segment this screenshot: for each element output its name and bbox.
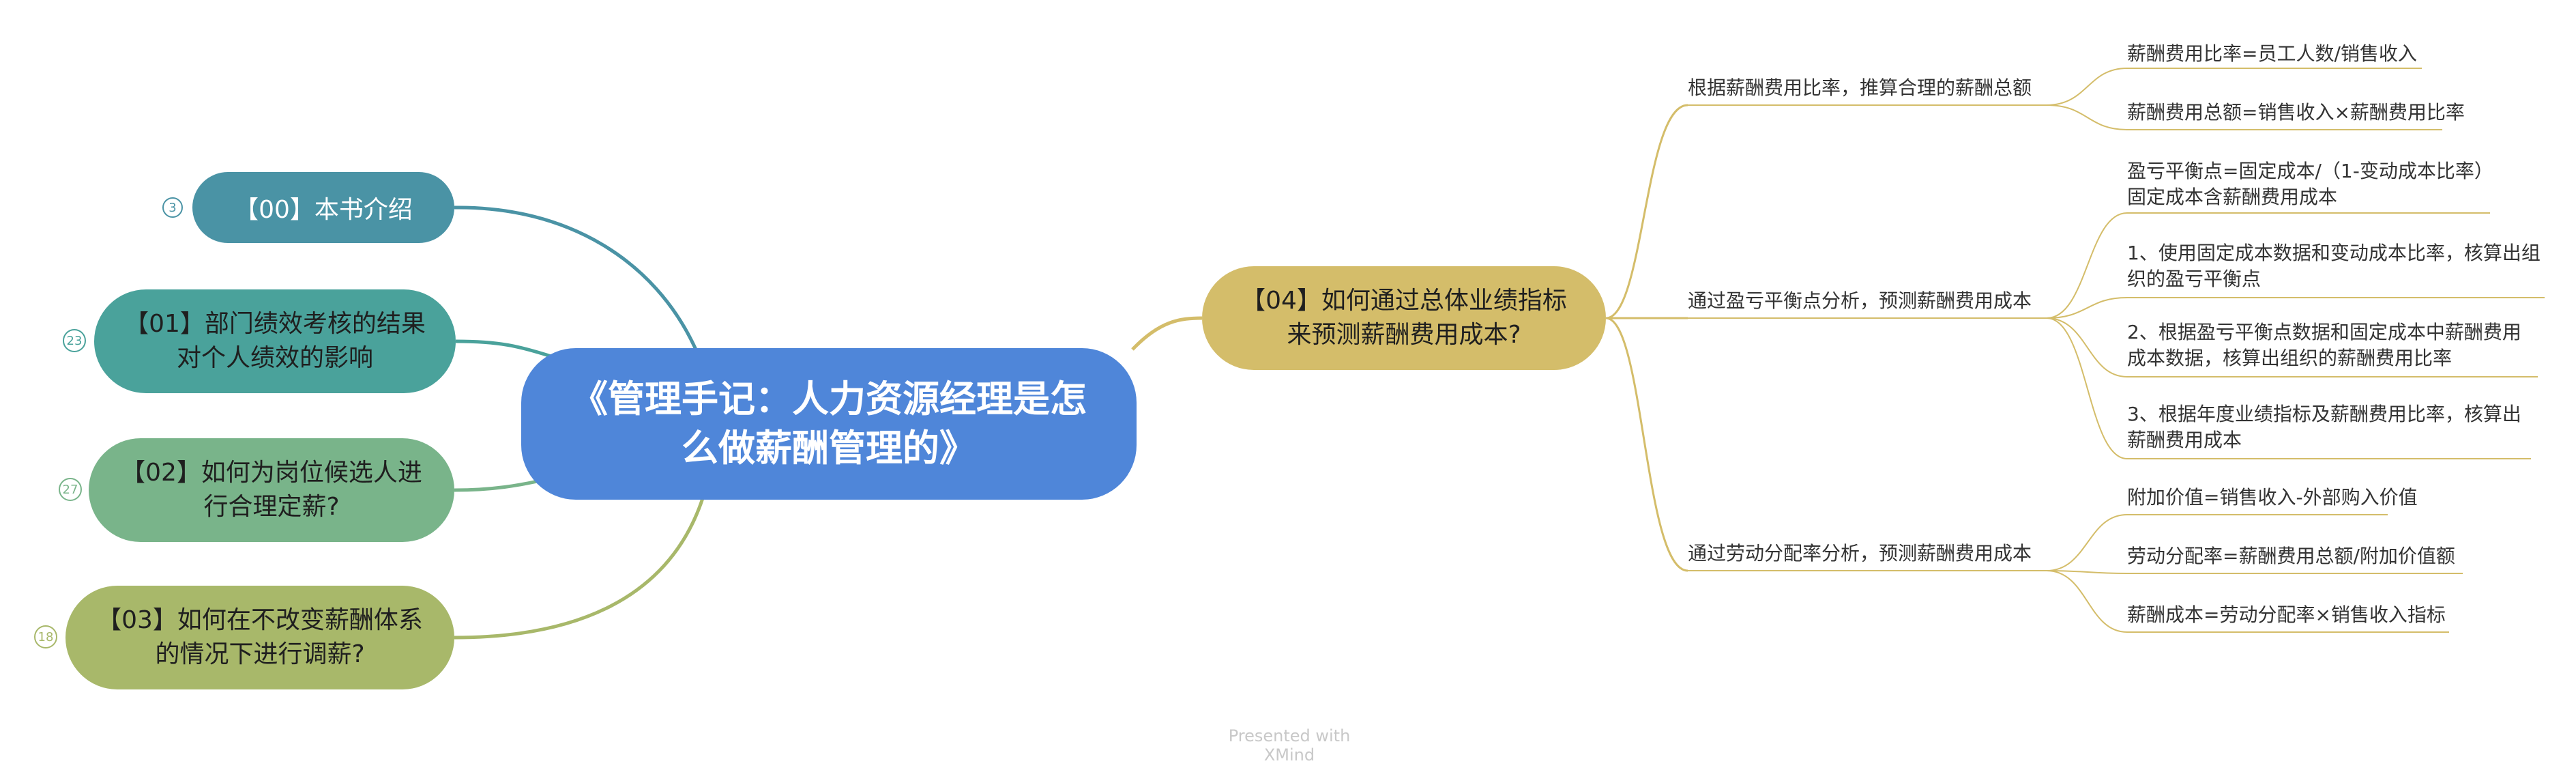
connector-l1-a — [1605, 104, 1688, 319]
topic-02-label: 【02】如何为岗位候选人进行合理定薪? — [121, 459, 422, 521]
subtopic-breakeven[interactable]: 通过盈亏平衡点分析，预测薪酬费用成本 — [1688, 289, 2032, 312]
subtopic-labor-share[interactable]: 通过劳动分配率分析，预测薪酬费用成本 — [1688, 542, 2032, 565]
leaf-c1[interactable]: 附加价值=销售收入-外部购入价值 — [2127, 486, 2418, 509]
presented-with-xmind-footer: Presented with XMind — [1228, 726, 1351, 765]
topic-00[interactable]: 【00】本书介绍 — [192, 172, 454, 243]
subtopic-salary-ratio[interactable]: 根据薪酬费用比率，推算合理的薪酬总额 — [1688, 76, 2032, 99]
topic-01-collapse-count[interactable]: 23 — [63, 329, 86, 352]
connector-00 — [454, 205, 698, 351]
topic-01-label: 【01】部门绩效考核的结果对个人绩效的影响 — [124, 310, 426, 372]
leaf-a2[interactable]: 薪酬费用总额=销售收入×薪酬费用比率 — [2127, 101, 2465, 124]
topic-04-label: 【04】如何通过总体业绩指标来预测薪酬费用成本? — [1241, 287, 1567, 349]
topic-02-collapse-count[interactable]: 27 — [59, 478, 82, 501]
central-topic-label: 《管理手记：人力资源经理是怎么做薪酬管理的》 — [571, 377, 1087, 470]
topic-00-collapse-count[interactable]: 3 — [162, 197, 183, 218]
leaf-c2[interactable]: 劳动分配率=薪酬费用总额/附加价值额 — [2127, 545, 2455, 567]
connector-l1-c — [1605, 317, 1688, 572]
connector-03 — [454, 498, 705, 640]
topic-00-label: 【00】本书介绍 — [234, 196, 413, 224]
topic-02[interactable]: 【02】如何为岗位候选人进行合理定薪? — [89, 438, 454, 542]
central-topic[interactable]: 《管理手记：人力资源经理是怎么做薪酬管理的》 — [521, 348, 1137, 500]
topic-01[interactable]: 【01】部门绩效考核的结果对个人绩效的影响 — [94, 289, 456, 393]
connector-04 — [1131, 316, 1203, 351]
topic-03-collapse-count[interactable]: 18 — [34, 625, 57, 648]
leaf-c3[interactable]: 薪酬成本=劳动分配率×销售收入指标 — [2127, 603, 2446, 626]
leaf-b3[interactable]: 2、根据盈亏平衡点数据和固定成本中薪酬费用 成本数据，核算出组织的薪酬费用比率 — [2127, 321, 2521, 369]
topic-03-label: 【03】如何在不改变薪酬体系的情况下进行调薪? — [97, 606, 423, 668]
leaf-b2[interactable]: 1、使用固定成本数据和变动成本比率，核算出组 织的盈亏平衡点 — [2127, 242, 2541, 290]
leaf-a1[interactable]: 薪酬费用比率=员工人数/销售收入 — [2127, 42, 2417, 65]
topic-03[interactable]: 【03】如何在不改变薪酬体系的情况下进行调薪? — [65, 586, 454, 689]
connector-01 — [455, 339, 560, 361]
topic-04[interactable]: 【04】如何通过总体业绩指标来预测薪酬费用成本? — [1202, 266, 1606, 370]
leaf-b4[interactable]: 3、根据年度业绩指标及薪酬费用比率，核算出 薪酬费用成本 — [2127, 403, 2521, 451]
leaf-b1[interactable]: 盈亏平衡点=固定成本/（1-变动成本比率） 固定成本含薪酬费用成本 — [2127, 160, 2493, 208]
